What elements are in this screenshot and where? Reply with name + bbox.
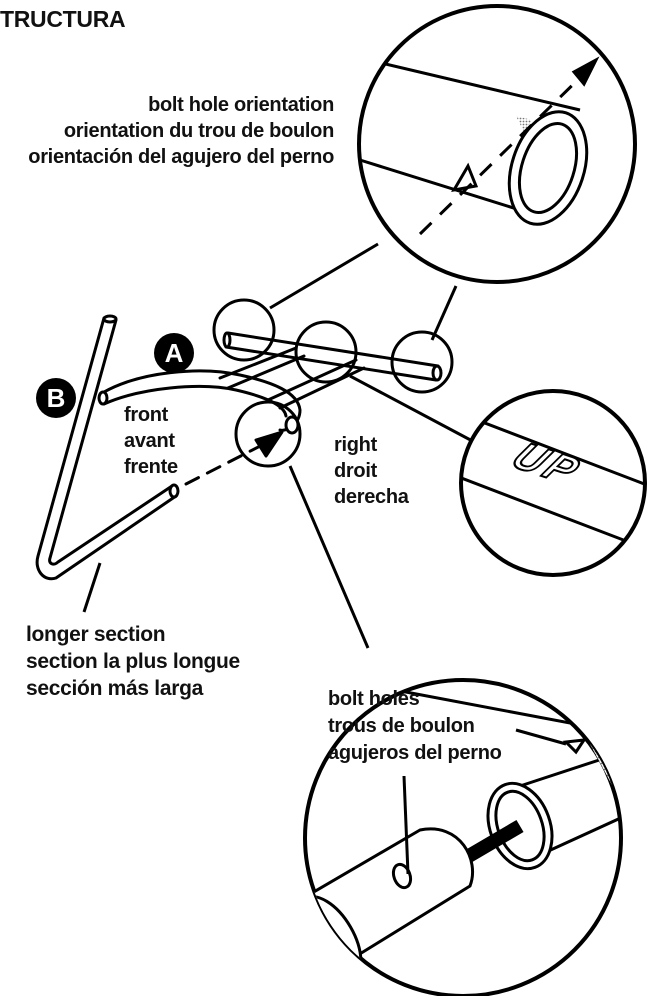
magnifier-up-marking xyxy=(459,389,647,577)
bolt-holes-label-en: bolt holes xyxy=(328,688,420,710)
bolt-holes-label-fr: trous de boulon xyxy=(328,715,475,737)
bolt-orientation-label-en: bolt hole orientation xyxy=(148,94,334,116)
detail-markers xyxy=(212,298,454,468)
front-label-en: front xyxy=(124,404,169,426)
bolt-orientation-label-es: orientación del agujero del perno xyxy=(28,146,334,168)
longer-section-label-en: longer section xyxy=(26,623,166,646)
leader-lines xyxy=(82,242,479,649)
front-label-es: frente xyxy=(124,456,178,478)
longer-section-label-es: sección más larga xyxy=(26,677,203,700)
frame-b xyxy=(35,314,284,581)
front-label-fr: avant xyxy=(124,430,175,452)
part-a-badge: A xyxy=(154,333,194,373)
right-label-es: derecha xyxy=(334,486,409,508)
right-label-fr: droit xyxy=(334,460,377,482)
bolt-orientation-label-fr: orientation du trou de boulon xyxy=(63,120,334,142)
magnifier-bolt-orientation xyxy=(357,4,637,284)
longer-section-label-fr: section la plus longue xyxy=(26,650,240,673)
section-heading: TRUCTURA xyxy=(0,6,126,32)
bolt-holes-label-es: agujeros del perno xyxy=(328,742,502,764)
part-b-badge: B xyxy=(36,378,76,418)
right-label-en: right xyxy=(334,434,377,456)
